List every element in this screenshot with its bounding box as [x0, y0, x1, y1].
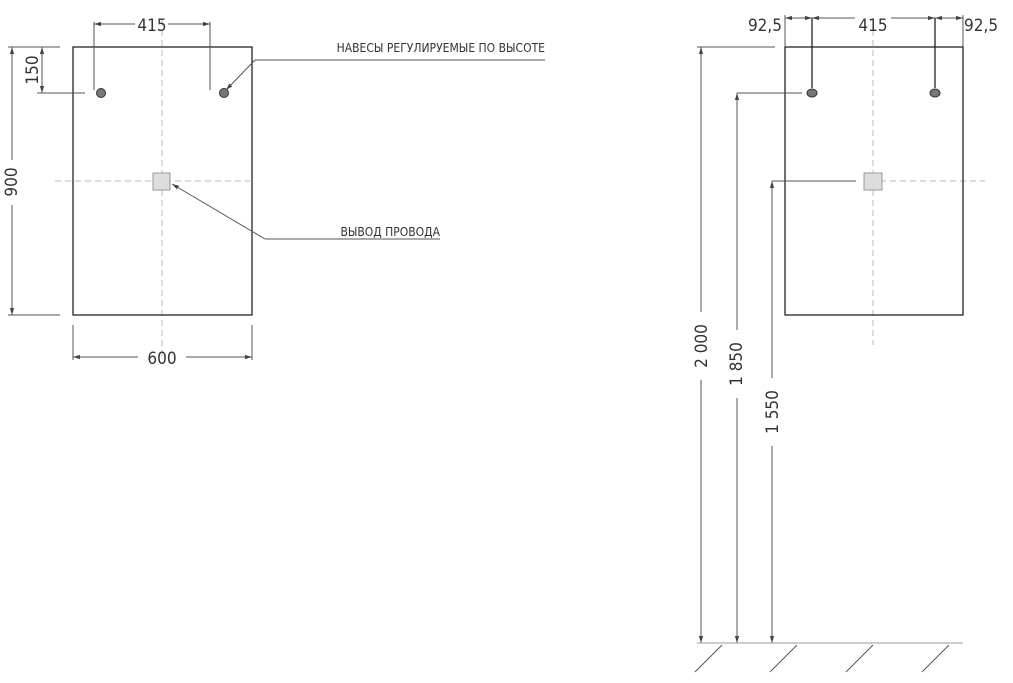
mirror-outline — [72, 46, 253, 316]
dim-wire-height: 1 550 — [763, 390, 783, 434]
wire-outlet-box — [863, 172, 883, 191]
dim-top-height: 2 000 — [692, 324, 712, 368]
dim-left-offset: 92,5 — [748, 16, 782, 36]
mounting-view: 92,5 415 92,5 2 000 1 850 1 550 — [692, 15, 998, 673]
hinge-hole-right — [219, 88, 229, 98]
front-view: 415 150 900 600 НАВЕСЫ РЕГУЛИРУЕМЫЕ ПО В… — [2, 16, 545, 369]
dim-hole-spacing: 415 — [137, 16, 166, 36]
dim-hole-spacing: 415 — [858, 16, 887, 36]
hinge-hole-right — [929, 88, 941, 98]
wire-outlet-box — [152, 172, 171, 191]
label-wire-outlet: ВЫВОД ПРОВОДА — [340, 225, 440, 239]
dim-hole-offset-top: 150 — [23, 55, 43, 84]
dim-hole-height: 1 850 — [727, 342, 747, 386]
hinge-hole-left — [806, 88, 818, 98]
floor-line — [694, 642, 963, 673]
dim-height: 900 — [2, 167, 22, 196]
hinge-hole-left — [96, 88, 106, 98]
label-adjustable-hinges: НАВЕСЫ РЕГУЛИРУЕМЫЕ ПО ВЫСОТЕ — [337, 41, 546, 55]
dim-width: 600 — [147, 349, 176, 369]
dim-right-offset: 92,5 — [964, 16, 998, 36]
